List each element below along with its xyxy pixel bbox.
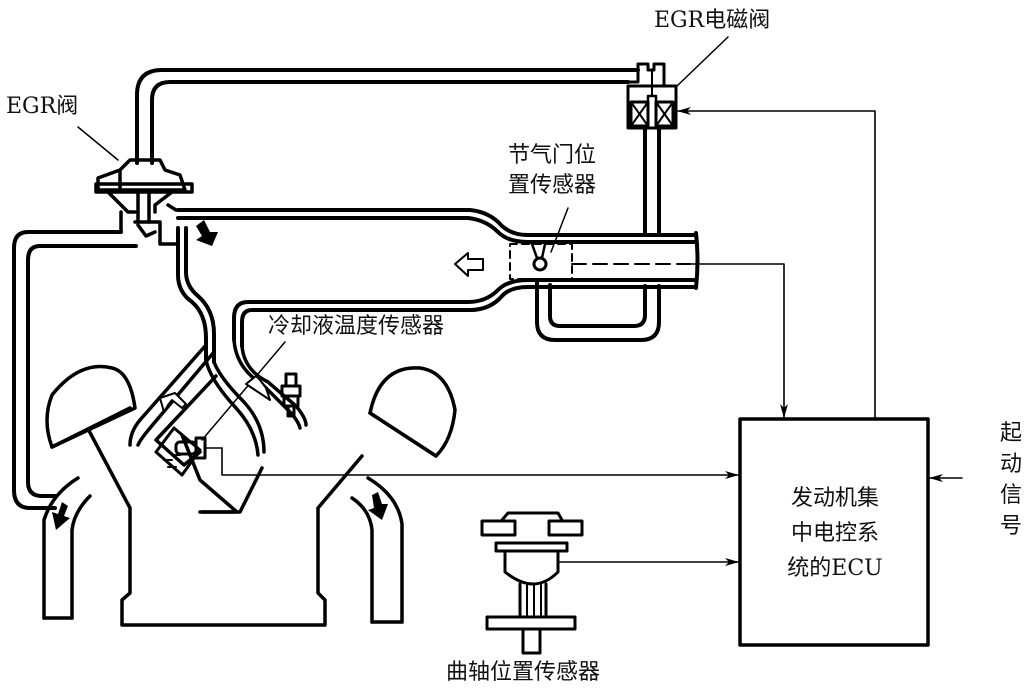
start-signal-label: 起 动 信 号: [998, 418, 1024, 542]
ecu-label-line1: 发动机集: [790, 486, 879, 511]
exhaust-pipe-left: [42, 476, 92, 620]
solenoid-vacuum-line: [535, 126, 661, 342]
intake-manifold: [176, 208, 700, 364]
throttle-sensor-label-line1: 节气门位: [508, 143, 597, 168]
flow-arrow-left-icon: [159, 392, 187, 413]
crankshaft-sensor-label: 曲轴位置传感器: [446, 660, 601, 685]
injector: [280, 372, 302, 418]
throttle-position-sensor: [509, 242, 691, 280]
egr-valve-leader: [77, 126, 119, 161]
engine-block: [45, 364, 457, 627]
vacuum-hose: [135, 68, 640, 165]
coolant-sensor-leader: [201, 341, 286, 441]
egr-exhaust-pipe: [12, 230, 138, 510]
egr-solenoid-valve-label: EGR电磁阀: [654, 8, 771, 33]
egr-flow-arrow-icon: [196, 220, 218, 246]
coolant-temp-sensor-label: 冷却液温度传感器: [268, 314, 445, 339]
egr-solenoid-valve: [626, 62, 678, 130]
egr-flow-arrows: [52, 220, 388, 530]
start-signal-char: 号: [999, 514, 1022, 539]
airflow-arrow-icon: [454, 252, 484, 277]
throttle-sensor-leader: [550, 207, 569, 253]
exhaust-flow-arrow-right-icon: [368, 492, 388, 520]
coolant-temp-sensor: [154, 426, 223, 477]
start-signal-char: 起: [999, 421, 1022, 446]
exhaust-flow-arrow-left-icon: [52, 502, 70, 530]
ecu-label: 发动机集 中电控系 统的ECU: [770, 481, 900, 586]
flow-arrow-right-icon: [245, 375, 271, 401]
ecu-label-line3: 统的ECU: [787, 556, 883, 581]
egr-solenoid-leader: [676, 36, 729, 87]
intake-runners: [128, 338, 308, 467]
crankshaft-position-sensor: [480, 511, 584, 655]
ecu-box: [738, 417, 930, 647]
start-signal-char: 信: [999, 483, 1022, 508]
egr-valve-label: EGR阀: [6, 94, 79, 119]
throttle-sensor-label-line2: 置传感器: [508, 173, 597, 198]
egr-valve: [94, 158, 194, 246]
signal-wires: [221, 107, 963, 566]
exhaust-pipe-right: [350, 476, 404, 624]
ecu-label-line2: 中电控系: [790, 521, 879, 546]
start-signal-char: 动: [999, 452, 1022, 477]
